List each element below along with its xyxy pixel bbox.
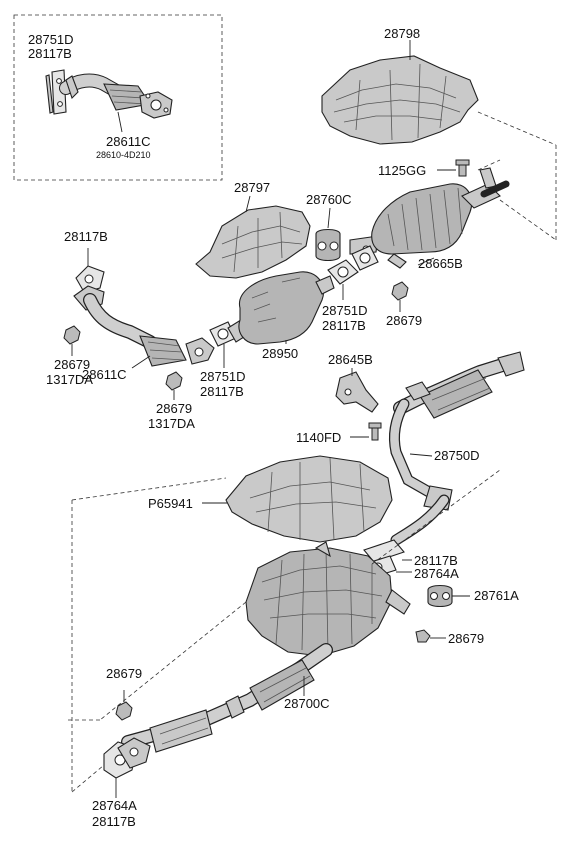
label-28117B-b: 28117B: [64, 229, 108, 244]
front-pipe-28611C: [73, 248, 215, 369]
center-pipe-28750D: [388, 351, 525, 546]
label-28751D-a: 28751D: [28, 32, 74, 47]
label-28798: 28798: [384, 26, 420, 41]
label-P65941: P65941: [148, 496, 193, 511]
label-28679-d: 28679: [448, 631, 484, 646]
hanger-rubber-28761A: [427, 584, 470, 608]
label-28117B-c: 28117B: [322, 318, 366, 333]
label-28611C-a: 28611C: [106, 134, 151, 149]
label-28611C-b: 28611C: [82, 367, 127, 382]
label-28764A-a: 28764A: [414, 566, 459, 581]
gasket-28751D-b: [327, 259, 359, 300]
label-1317DA-a: 1317DA: [46, 372, 93, 387]
label-1140FD: 1140FD: [296, 430, 341, 445]
main-muffler-28700C: [121, 541, 411, 753]
label-28679-b: 28679: [386, 313, 422, 328]
catalytic-converter-28950: [209, 271, 335, 347]
nut-28679-c: [165, 371, 183, 400]
label-28797: 28797: [234, 180, 270, 195]
label-28751D-b: 28751D: [322, 303, 368, 318]
heat-shield-28798: [321, 40, 479, 145]
label-28665B: 28665B: [418, 256, 463, 271]
bolt-1125GG: [437, 159, 470, 177]
nut-28679-a: [63, 325, 81, 356]
heat-shield-P65941: [202, 455, 393, 543]
label-28645B: 28645B: [328, 352, 373, 367]
bolt-1140FD: [350, 422, 382, 441]
label-28117B-d: 28117B: [200, 384, 244, 399]
bracket-28645B: [335, 368, 379, 413]
nut-28679-b: [391, 281, 409, 312]
nut-28679-e: [115, 690, 133, 721]
nut-28679-d: [415, 629, 446, 643]
label-28117B-e: 28117B: [414, 553, 458, 568]
label-28117B-f: 28117B: [92, 814, 136, 829]
hanger-rubber-28760C: [315, 207, 341, 262]
label-28679-c: 28679: [156, 401, 192, 416]
label-28761A: 28761A: [474, 588, 519, 603]
label-28679-e: 28679: [106, 666, 142, 681]
label-28764A-b: 28764A: [92, 798, 137, 813]
label-1125GG: 1125GG: [378, 163, 426, 178]
heat-shield-28797: [195, 195, 311, 279]
label-28700C: 28700C: [284, 696, 330, 711]
label-28750D: 28750D: [434, 448, 480, 463]
label-28751D-c: 28751D: [200, 369, 246, 384]
label-28950: 28950: [262, 346, 298, 361]
inset-box-manifold-pipe: [13, 14, 223, 181]
label-1317DA-b: 1317DA: [148, 416, 195, 431]
gasket-28764A-b: [103, 737, 151, 798]
label-28760C: 28760C: [306, 192, 352, 207]
flange-ring: [351, 245, 379, 271]
label-28117B-a: 28117B: [28, 46, 72, 61]
label-28610-4D210: 28610-4D210: [96, 150, 151, 160]
label-28679-a: 28679: [54, 357, 90, 372]
